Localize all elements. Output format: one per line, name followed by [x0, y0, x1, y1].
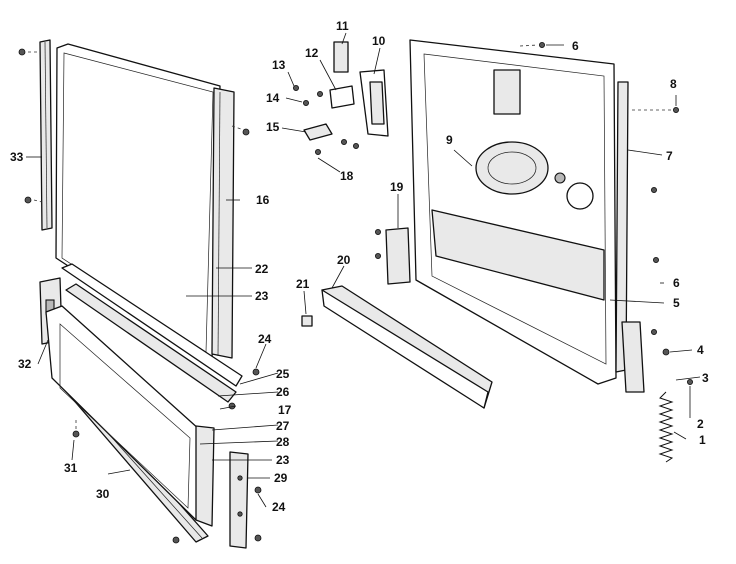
vent-bracket [493, 69, 521, 115]
hinge-arm-right [621, 321, 645, 393]
side-bracket [229, 451, 249, 549]
callout-29: 29 [274, 471, 288, 485]
callout-23a: 23 [255, 289, 269, 303]
door-panel-group [18, 39, 262, 549]
callout-10: 10 [372, 34, 386, 48]
screw-icon [24, 196, 32, 204]
screw-icon [242, 128, 250, 136]
screw-icon [302, 100, 309, 107]
screw-icon [539, 42, 546, 49]
latch-bracket [385, 227, 411, 285]
screw-icon [374, 252, 381, 259]
screw-icon [340, 138, 347, 145]
callout-2: 2 [697, 417, 704, 431]
callout-20: 20 [337, 253, 351, 267]
screw-icon [653, 256, 660, 263]
callout-25: 25 [276, 367, 290, 381]
callout-23b: 23 [276, 453, 290, 467]
screw-icon [72, 430, 80, 438]
inner-door-group [374, 39, 680, 385]
callout-6a: 6 [572, 39, 579, 53]
callout-5: 5 [673, 296, 680, 310]
callout-24b: 24 [272, 500, 286, 514]
callout-15: 15 [266, 120, 280, 134]
callout-17: 17 [278, 403, 292, 417]
callout-18: 18 [340, 169, 354, 183]
screw-icon [172, 536, 180, 544]
callout-4: 4 [697, 343, 704, 357]
callout-7: 7 [666, 149, 673, 163]
screw-icon [352, 142, 359, 149]
screw-icon [254, 534, 262, 542]
callout-27: 27 [276, 419, 290, 433]
callout-12: 12 [305, 46, 319, 60]
right-side-trim [211, 87, 235, 359]
callout-26: 26 [276, 385, 290, 399]
screw-icon [314, 148, 321, 155]
control-console [431, 209, 605, 301]
screw-icon [374, 228, 381, 235]
callout-28: 28 [276, 435, 290, 449]
callout-3: 3 [702, 371, 709, 385]
screw-icon [662, 348, 670, 356]
door-spring [658, 391, 674, 463]
screw-icon [316, 91, 323, 98]
callout-8: 8 [670, 77, 677, 91]
screw-icon [687, 378, 694, 385]
callout-labels: 1 2 3 4 5 6 6 7 8 9 10 11 12 13 14 15 16… [10, 19, 709, 514]
rinse-aid-dispenser [566, 182, 594, 210]
callout-24a: 24 [258, 332, 272, 346]
detergent-dispenser [475, 141, 549, 195]
screw-icon [673, 107, 680, 114]
screw-icon [252, 368, 260, 376]
callout-16: 16 [256, 193, 270, 207]
screw-icon [18, 48, 26, 56]
leader-lines [26, 32, 701, 508]
hinge-hardware-group [292, 41, 389, 155]
trim-clip [301, 315, 313, 327]
callout-11: 11 [336, 19, 349, 33]
upper-rail [61, 263, 243, 387]
callout-13: 13 [272, 58, 286, 72]
callout-33: 33 [10, 150, 24, 164]
callout-14: 14 [266, 91, 280, 105]
callout-21: 21 [296, 277, 310, 291]
callout-1: 1 [699, 433, 706, 447]
lower-side-trim [195, 425, 215, 527]
callout-9: 9 [446, 133, 453, 147]
callout-32: 32 [18, 357, 32, 371]
hinge-clip [303, 123, 333, 141]
inner-door-liner [409, 39, 617, 385]
callout-6b: 6 [673, 276, 680, 290]
screw-icon [651, 328, 658, 335]
screw-icon [292, 85, 299, 92]
callout-22: 22 [255, 262, 269, 276]
callout-30: 30 [96, 487, 110, 501]
hinge-plate [333, 41, 349, 73]
screw-icon [651, 186, 658, 193]
callout-31: 31 [64, 461, 78, 475]
callout-19: 19 [390, 180, 404, 194]
screw-icon [254, 486, 262, 494]
hinge-arm [329, 85, 355, 109]
